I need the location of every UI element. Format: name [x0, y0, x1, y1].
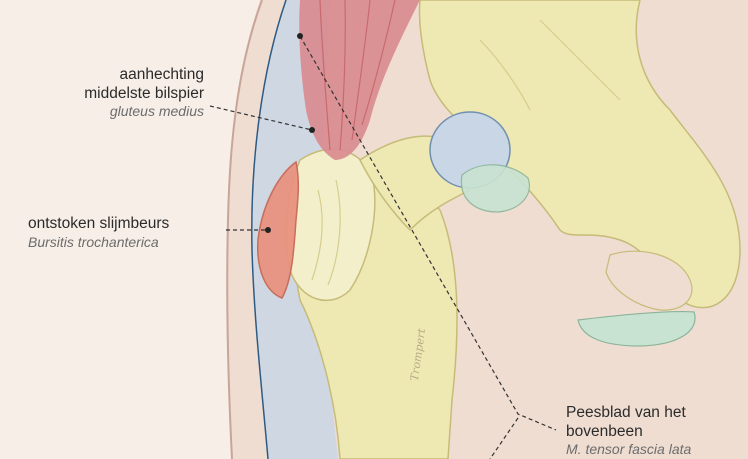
trochanter-texture [311, 179, 341, 286]
bursa-label: ontstoken slijmbeurs [28, 215, 170, 232]
label-gluteus-medius: aanhechting middelste bilspier gluteus m… [40, 66, 204, 120]
leader-gluteus [209, 105, 313, 131]
gluteus-striations [319, 0, 396, 151]
leader-fascia [299, 35, 557, 431]
obturator-foramen [605, 250, 693, 311]
label-fascia-lata: Peesblad van het bovenbeen M. tensor fas… [566, 404, 748, 458]
pubic-cartilage [577, 310, 696, 347]
fascia-label-line2: bovenbeen [566, 422, 643, 440]
fascia-edge [251, 0, 287, 459]
dot-gluteus [309, 127, 315, 133]
label-bursitis: ontstoken slijmbeurs Bursitis trochanter… [28, 215, 226, 250]
leader-fascia-tail [489, 417, 519, 459]
pelvis-highlight [479, 19, 621, 111]
gluteus-label-line2: middelste bilspier [84, 84, 204, 102]
fascia-label-line1: Peesblad van het [566, 404, 686, 421]
fascia-latin-name: M. tensor fascia lata [566, 441, 692, 458]
dot-fascia [297, 33, 303, 39]
labrum [460, 164, 530, 213]
bursa [257, 160, 300, 299]
dot-bursa [265, 227, 271, 233]
gluteus-label-line1: aanhechting [119, 66, 204, 83]
skin-outline [226, 0, 263, 459]
gluteus-latin-name: gluteus medius [109, 103, 204, 120]
bursa-latin-name: Bursitis trochanterica [28, 233, 159, 250]
